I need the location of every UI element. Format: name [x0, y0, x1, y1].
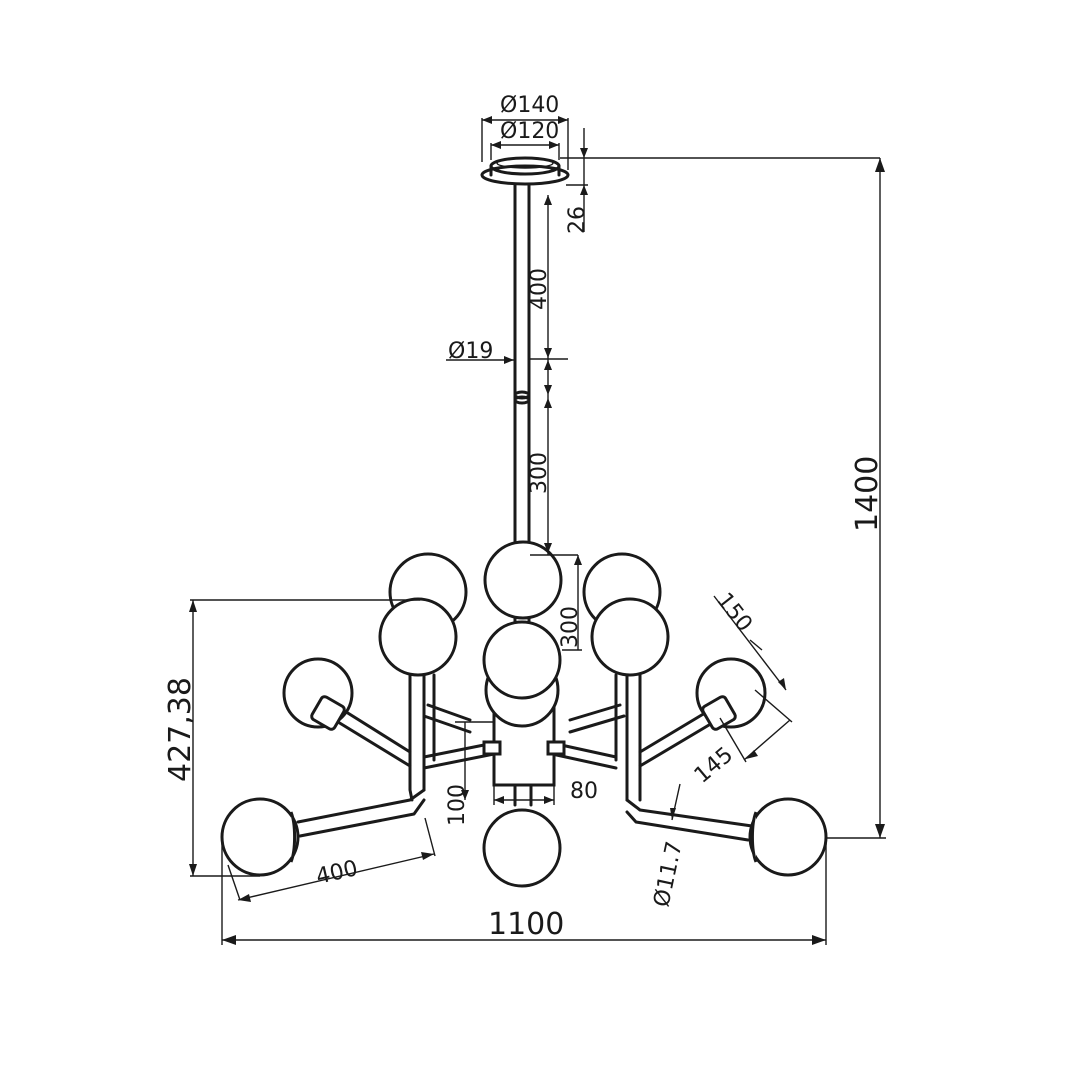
dim-canopy-inner: Ø120 — [500, 119, 559, 144]
globe — [220, 797, 300, 877]
dim-hub-height: 100 — [445, 784, 470, 826]
dim-rod-lower: 300 — [527, 452, 552, 494]
dim-arm-spread: 145 — [690, 742, 738, 788]
canopy — [480, 156, 570, 186]
dimension-lines — [189, 116, 886, 945]
dim-rod-upper: 400 — [527, 268, 552, 310]
globe — [483, 540, 563, 620]
dimension-labels: Ø140 Ø120 26 Ø19 400 300 300 1400 427,38… — [163, 93, 885, 942]
dim-center-drop: 300 — [558, 606, 583, 648]
front-globes — [220, 597, 828, 888]
dim-rod-diameter: Ø19 — [448, 339, 493, 364]
dim-arm-length: 400 — [314, 856, 361, 890]
dim-globe-diameter: 150 — [711, 588, 757, 636]
dim-canopy-outer: Ø140 — [500, 93, 559, 118]
dim-tier-height: 427,38 — [163, 677, 198, 782]
globe — [378, 597, 458, 677]
dim-canopy-height: 26 — [565, 206, 590, 234]
globe — [590, 597, 670, 677]
dim-arm-tube: Ø11.7 — [649, 839, 687, 909]
globe — [748, 797, 828, 877]
dim-hub-width: 80 — [570, 779, 598, 804]
dim-total-height: 1400 — [850, 456, 885, 532]
dim-total-width: 1100 — [488, 907, 564, 942]
globe — [482, 620, 562, 700]
arms — [296, 673, 754, 842]
globe — [482, 808, 562, 888]
